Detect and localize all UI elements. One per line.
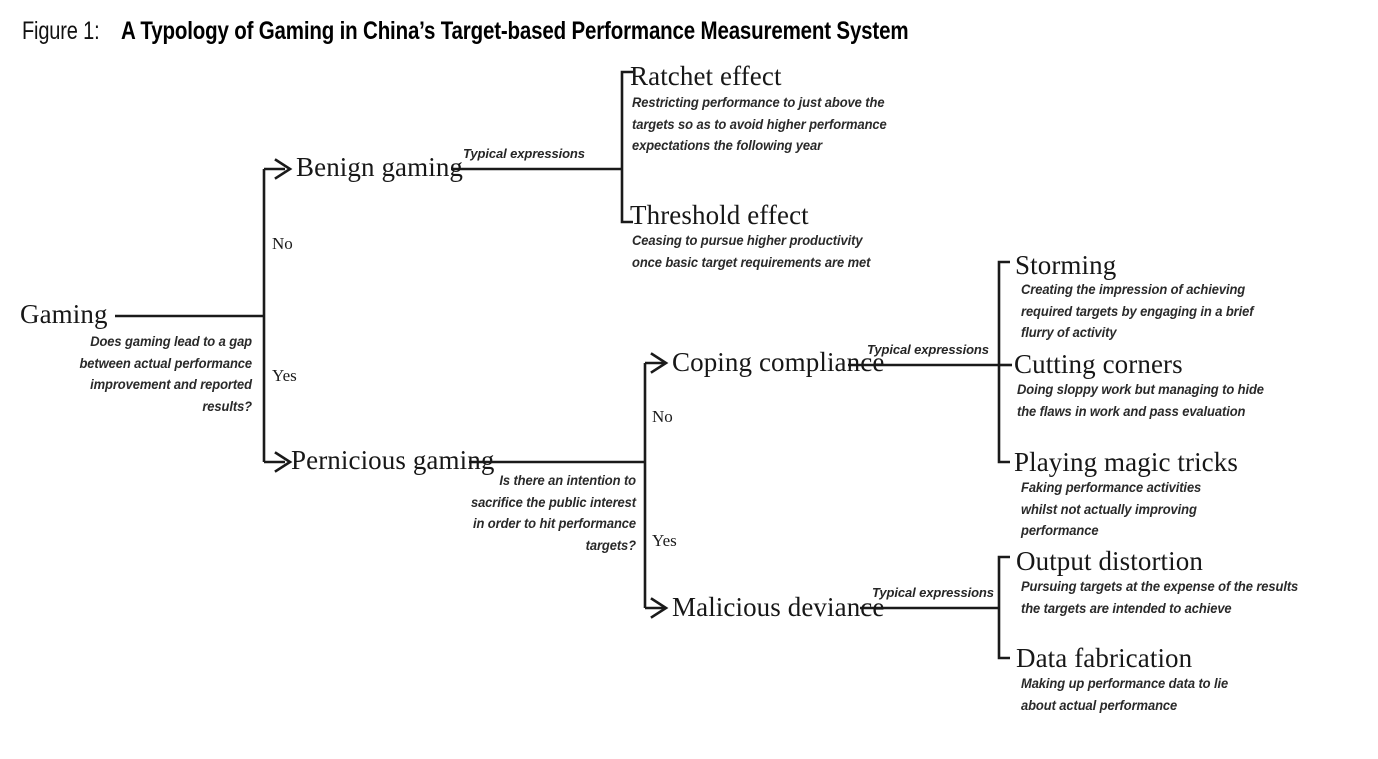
playing-magic-tricks-desc-line-1: Faking performance activities [1021,480,1202,495]
node-pernicious-gaming[interactable]: Pernicious gaming [291,445,495,475]
output-distortion-description: Pursuing targets at the expense of the r… [1021,576,1309,619]
node-gaming-title: Gaming [20,299,108,329]
node-benign-gaming[interactable]: Benign gaming [296,152,464,182]
playing-magic-tricks-desc-line-2: whilst not actually improving [1021,501,1197,517]
node-ratchet-effect-title: Ratchet effect [630,61,782,91]
output-distortion-desc-line-1: Pursuing targets at the expense of the r… [1021,579,1299,594]
branch-label-no-level2: No [652,407,673,426]
bracket-coping [997,260,1010,464]
branch-label-yes-level1: Yes [272,366,297,385]
gaming-question: Does gaming lead to a gap between actual… [73,331,252,417]
node-benign-gaming-title: Benign gaming [296,152,464,182]
playing-magic-tricks-description: Faking performance activities whilst not… [1021,477,1309,542]
node-ratchet-effect[interactable]: Ratchet effect [630,61,782,91]
cutting-corners-desc-line-1: Doing sloppy work but managing to hide [1017,382,1264,397]
node-malicious-deviance[interactable]: Malicious deviance [672,592,885,622]
output-distortion-desc-line-2: the targets are intended to achieve [1021,600,1232,616]
figure-title-text: A Typology of Gaming in China’s Target-b… [120,17,909,45]
edge-label-typical-expressions-benign: Typical expressions [463,146,585,161]
storming-desc-line-3: flurry of activity [1021,325,1117,340]
bracket-malicious [997,555,1010,660]
gaming-question-line-1: Does gaming lead to a gap [90,334,252,349]
node-data-fabrication-title: Data fabrication [1016,643,1193,673]
ratchet-effect-desc-line-1: Restricting performance to just above th… [632,95,885,110]
threshold-effect-description: Ceasing to pursue higher productivity on… [632,230,901,273]
storming-desc-line-1: Creating the impression of achieving [1021,282,1246,297]
figure-title: Figure 1: A Typology of Gaming in China’… [22,17,1081,46]
arrowhead-benign [274,158,293,180]
edge-label-typical-expressions-coping: Typical expressions [867,342,989,357]
node-coping-compliance[interactable]: Coping compliance [672,347,885,377]
bracket-benign [620,70,633,224]
arrowhead-coping [650,352,669,374]
gaming-question-line-3: improvement and reported [90,377,252,392]
storming-desc-line-2: required targets by engaging in a brief [1021,303,1254,319]
arrowhead-malicious [650,597,669,619]
edge-label-typical-expressions-malicious: Typical expressions [872,585,994,600]
node-playing-magic-tricks-title: Playing magic tricks [1014,447,1238,477]
arrowhead-pernicious [274,451,293,473]
ratchet-effect-desc-line-2: targets so as to avoid higher performanc… [632,116,887,132]
threshold-effect-desc-line-2: once basic target requirements are met [632,254,871,270]
pernicious-question-line-1: Is there an intention to [499,473,636,488]
node-gaming[interactable]: Gaming [20,299,108,329]
gaming-question-line-4: results? [202,398,252,414]
node-cutting-corners-title: Cutting corners [1014,349,1183,379]
ratchet-effect-description: Restricting performance to just above th… [632,92,901,157]
threshold-effect-desc-line-1: Ceasing to pursue higher productivity [632,233,863,248]
node-threshold-effect-title: Threshold effect [630,200,809,230]
node-data-fabrication[interactable]: Data fabrication [1016,643,1193,673]
branch-label-yes-level2: Yes [652,531,677,550]
node-coping-compliance-title: Coping compliance [672,347,885,377]
data-fabrication-desc-line-1: Making up performance data to lie [1021,676,1229,691]
data-fabrication-desc-line-2: about actual performance [1021,697,1178,713]
node-output-distortion[interactable]: Output distortion [1016,546,1203,576]
ratchet-effect-desc-line-3: expectations the following year [632,138,823,153]
pernicious-gaming-question: Is there an intention to sacrifice the p… [463,470,636,556]
node-threshold-effect[interactable]: Threshold effect [630,200,809,230]
cutting-corners-desc-line-2: the flaws in work and pass evaluation [1017,403,1246,419]
cutting-corners-description: Doing sloppy work but managing to hide t… [1017,379,1305,422]
gaming-question-line-2: between actual performance [79,355,252,371]
branch-label-no-level1: No [272,234,293,253]
node-storming[interactable]: Storming [1015,250,1117,280]
node-malicious-deviance-title: Malicious deviance [672,592,885,622]
node-cutting-corners[interactable]: Cutting corners [1014,349,1183,379]
node-pernicious-gaming-title: Pernicious gaming [291,445,495,475]
data-fabrication-description: Making up performance data to lie about … [1021,673,1309,716]
node-storming-title: Storming [1015,250,1117,280]
node-playing-magic-tricks[interactable]: Playing magic tricks [1014,447,1238,477]
node-output-distortion-title: Output distortion [1016,546,1203,576]
figure-number-label: Figure 1: [22,17,100,45]
storming-description: Creating the impression of achieving req… [1021,279,1309,344]
pernicious-question-line-3: in order to hit performance [472,516,636,531]
pernicious-question-line-2: sacrifice the public interest [470,494,636,510]
playing-magic-tricks-desc-line-3: performance [1021,523,1099,538]
pernicious-question-line-4: targets? [585,537,636,553]
